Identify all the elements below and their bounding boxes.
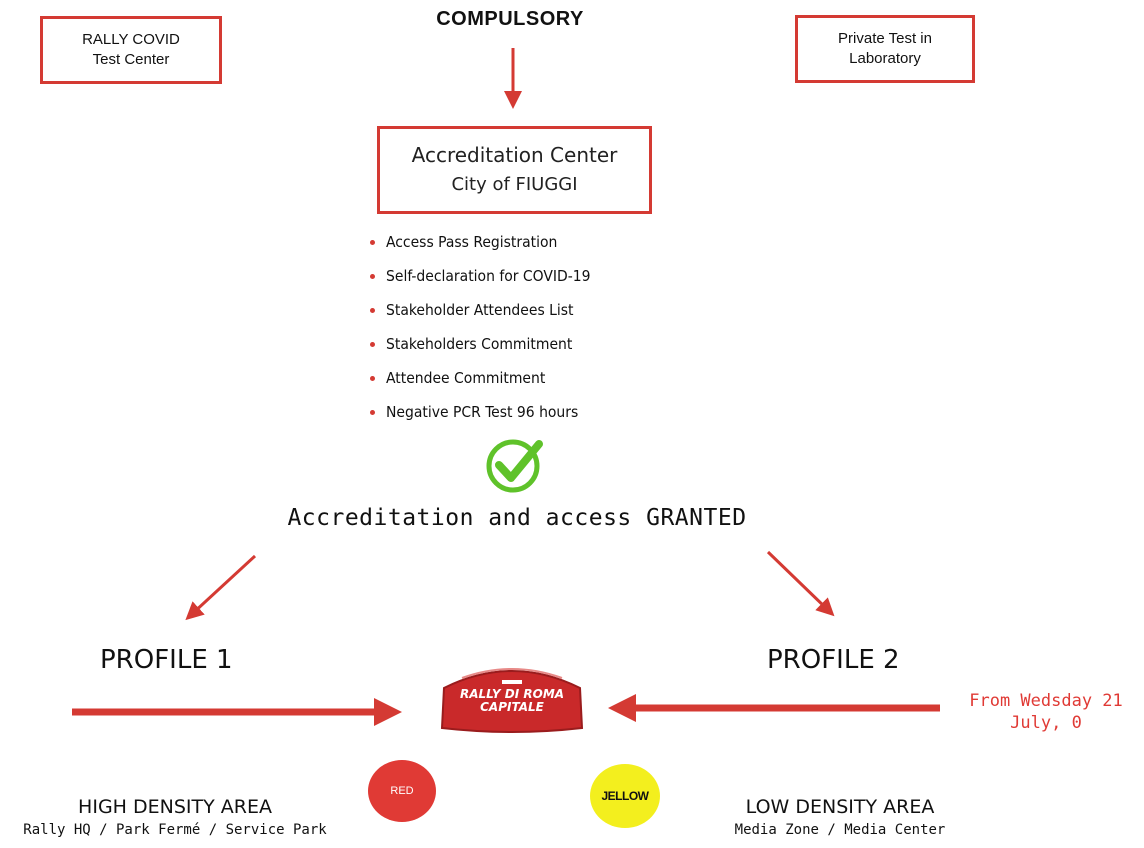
bullet-icon — [370, 376, 375, 381]
rally-di-roma-capitale-logo: RALLY DI ROMA CAPITALE — [432, 658, 592, 740]
high-density-area: HIGH DENSITY AREA Rally HQ / Park Fermé … — [0, 796, 350, 838]
date-note: From Wedsday 21 July, 0 — [948, 690, 1144, 734]
requirements-list: Access Pass Registration Self-declaratio… — [370, 225, 700, 429]
profile-1-label: PROFILE 1 — [100, 645, 233, 675]
left-box-line1: RALLY COVID — [82, 31, 180, 48]
logo-line2: CAPITALE — [480, 700, 544, 714]
yellow-zone-badge: JELLOW — [590, 764, 660, 828]
red-zone-badge: RED — [368, 760, 436, 822]
private-test-lab-box: Private Test in Laboratory — [795, 15, 975, 83]
list-item: Stakeholders Commitment — [370, 327, 700, 361]
list-item: Attendee Commitment — [370, 361, 700, 395]
right-box-line1: Private Test in — [838, 30, 932, 47]
right-box-line2: Laboratory — [849, 50, 921, 67]
bullet-icon — [370, 240, 375, 245]
logo-line1: RALLY DI ROMA — [459, 687, 565, 701]
arrow-to-profile-2 — [766, 550, 835, 617]
rally-covid-test-center-box: RALLY COVID Test Center — [40, 16, 222, 84]
low-density-subtitle: Media Zone / Media Center — [734, 822, 946, 838]
high-density-subtitle: Rally HQ / Park Fermé / Service Park — [23, 822, 327, 838]
bullet-icon — [370, 342, 375, 347]
checkmark-icon — [486, 439, 543, 493]
left-box-line2: Test Center — [92, 51, 170, 68]
bullet-icon — [370, 410, 375, 415]
list-item: Stakeholder Attendees List — [370, 293, 700, 327]
bullet-icon — [370, 308, 375, 313]
list-item: Access Pass Registration — [370, 225, 700, 259]
accreditation-center-title: Accreditation Center — [411, 143, 618, 167]
bullet-icon — [370, 274, 375, 279]
compulsory-label: COMPULSORY — [436, 8, 584, 30]
list-item: Self-declaration for COVID-19 — [370, 259, 700, 293]
accreditation-center-city: City of FIUGGI — [451, 174, 578, 195]
accreditation-center-box: Accreditation Center City of FIUGGI — [377, 126, 652, 214]
date-note-line2: July, 0 — [1010, 713, 1082, 733]
arrow-to-profile-1 — [185, 554, 257, 621]
rally-logo-icon — [440, 668, 584, 733]
profile-2-label: PROFILE 2 — [767, 645, 900, 675]
date-note-line1: From Wedsday 21 — [969, 691, 1123, 711]
red-zone-label: RED — [390, 785, 414, 797]
yellow-zone-label: JELLOW — [601, 789, 650, 803]
access-granted-text: Accreditation and access GRANTED — [287, 505, 747, 531]
high-density-title: HIGH DENSITY AREA — [78, 796, 272, 818]
list-item: Negative PCR Test 96 hours — [370, 395, 700, 429]
low-density-area: LOW DENSITY AREA Media Zone / Media Cent… — [690, 796, 990, 838]
low-density-title: LOW DENSITY AREA — [745, 796, 935, 818]
